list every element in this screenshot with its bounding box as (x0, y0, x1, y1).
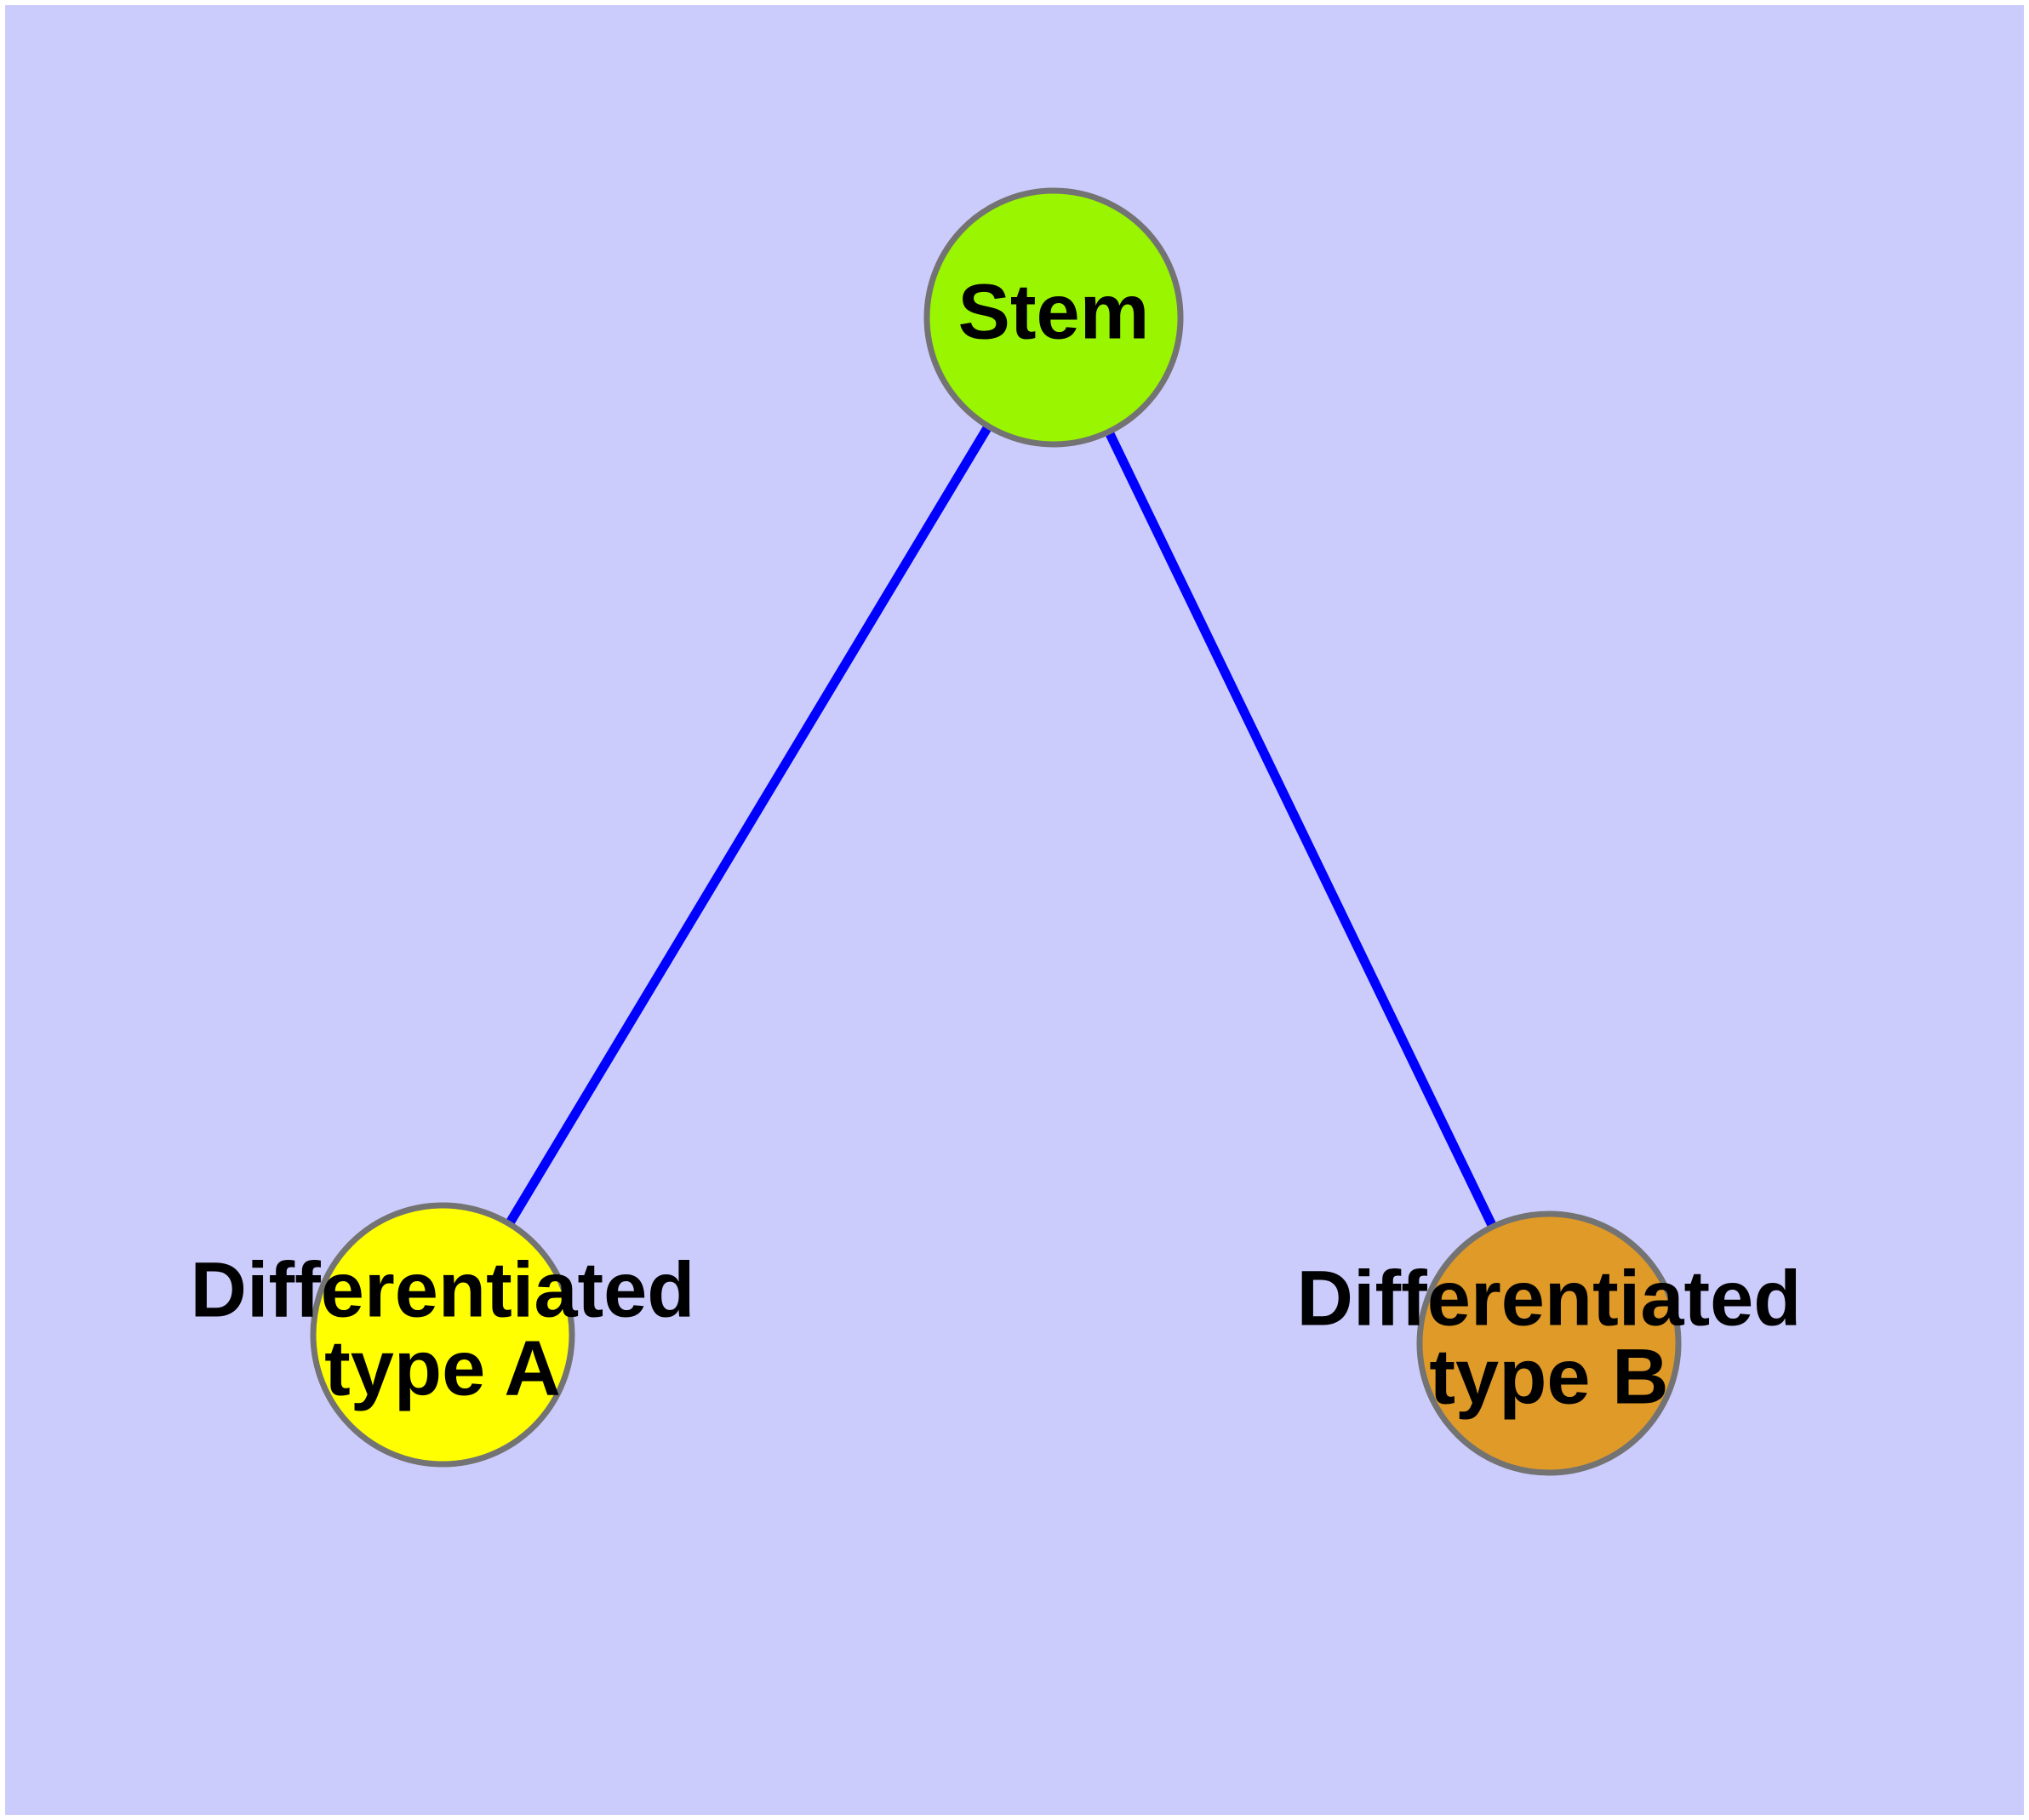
graph-node-stem[interactable] (923, 187, 1184, 448)
graph-node-label-stem: Stem (958, 268, 1150, 355)
graph-node-diff-a[interactable] (310, 1202, 575, 1468)
graph-edge-stem-to-diff-b (1079, 378, 1502, 1239)
graph-edge-stem-to-diff-a (500, 375, 1022, 1235)
graph-node-label-line: Differentiated (1297, 1255, 1802, 1342)
graph-node-label-line: type B (1429, 1333, 1668, 1420)
graph-node-label-line: Differentiated (191, 1246, 695, 1333)
graph-node-diff-b[interactable] (1416, 1210, 1682, 1476)
edges-layer (500, 375, 1502, 1239)
graph-node-label-line: type A (324, 1325, 561, 1411)
nodes-layer (310, 187, 1682, 1476)
graph-node-label-line: Stem (958, 268, 1150, 355)
